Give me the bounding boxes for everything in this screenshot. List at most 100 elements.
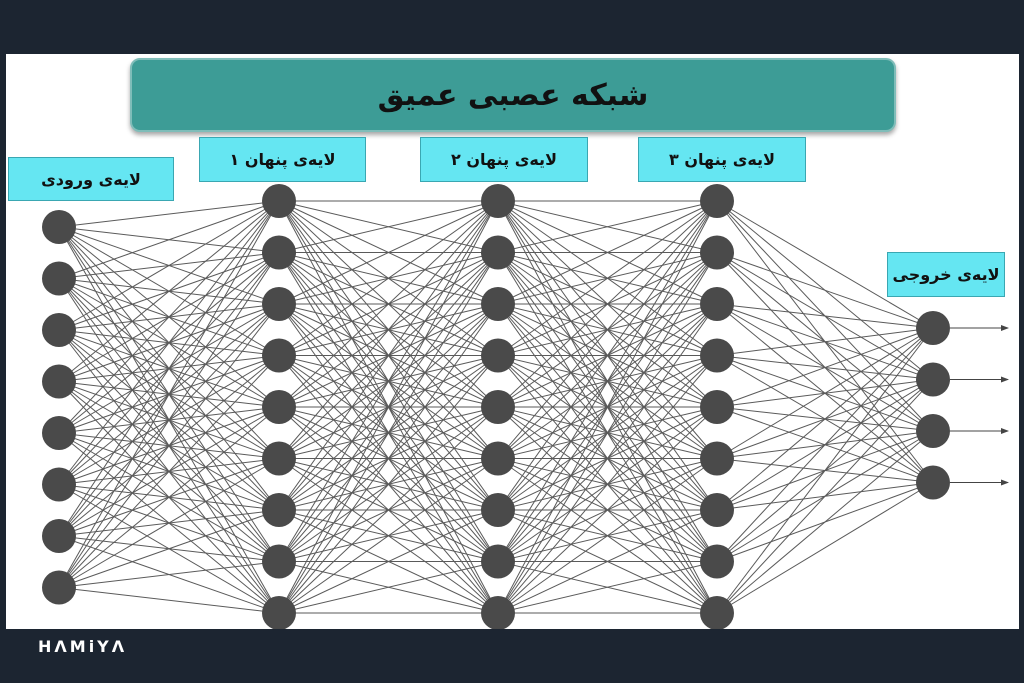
connection-edge (497, 200, 718, 253)
connection-edge (497, 509, 718, 614)
input-node (42, 364, 76, 399)
input-node (42, 416, 76, 450)
hidden-3-node (700, 235, 734, 270)
connection-edge (278, 200, 499, 614)
input-node (42, 570, 76, 605)
brand-logo: HΛMiYΛ (38, 637, 128, 656)
hidden-1-node (262, 596, 296, 629)
connection-edge (497, 252, 718, 614)
connection-edge (716, 200, 934, 329)
connection-edge (716, 327, 934, 614)
hidden-2-node (481, 441, 515, 476)
hidden-1-node (262, 235, 296, 270)
hidden-1-node (262, 338, 296, 373)
connection-edge (716, 252, 934, 329)
connection-edge (716, 430, 934, 614)
connection-edge (278, 509, 499, 614)
connection-edge (716, 327, 934, 459)
input-node (42, 467, 76, 502)
connection-edge (497, 200, 718, 408)
connection-edge (716, 327, 934, 408)
hidden-2-node (481, 184, 515, 218)
hidden-3-node (700, 338, 734, 373)
hidden-1-node (262, 441, 296, 476)
connection-edge (58, 200, 280, 228)
hidden-1-node (262, 390, 296, 424)
hidden-2-node (481, 544, 515, 579)
diagram-title: شبکه عصبی عمیق (377, 77, 649, 113)
connection-edge (497, 200, 718, 305)
connection-edge (58, 200, 280, 434)
connection-edge (58, 200, 280, 279)
neural-network-diagram (42, 184, 1009, 629)
hidden-1-node (262, 184, 296, 218)
connection-edge (58, 561, 280, 588)
connection-edge (278, 252, 499, 614)
diagram-title-banner: شبکه عصبی عمیق (130, 58, 896, 132)
input-node (42, 210, 76, 244)
hidden-1-node (262, 493, 296, 527)
connection-edge (58, 200, 280, 382)
connection-edge (716, 482, 934, 614)
connection-edge (497, 355, 718, 614)
hidden-3-node (700, 184, 734, 218)
connection-edge (497, 303, 718, 614)
input-node (42, 519, 76, 553)
connection-edge (58, 509, 280, 588)
connection-edge (278, 200, 499, 253)
hidden-3-node (700, 493, 734, 527)
connection-edge (716, 327, 934, 356)
connection-edge (58, 458, 280, 588)
output-node (916, 414, 950, 448)
connection-edge (497, 406, 718, 614)
connection-edge (58, 200, 280, 485)
connection-edge (497, 200, 718, 356)
hidden-3-node (700, 596, 734, 629)
connection-edge (497, 458, 718, 614)
hidden-3-node (700, 390, 734, 424)
hidden-3-node (700, 441, 734, 476)
connection-edge (497, 200, 718, 511)
connection-edge (278, 200, 499, 511)
connection-edge (497, 200, 718, 562)
input-node (42, 313, 76, 347)
hidden-2-node (481, 287, 515, 321)
connection-edge (278, 355, 499, 614)
hidden-layer-1-label: لایه‌ی پنهان ۱ (199, 137, 366, 182)
hidden-1-node (262, 287, 296, 321)
hidden-2-node (481, 493, 515, 527)
connection-edge (58, 587, 280, 614)
hidden-3-node (700, 544, 734, 579)
hidden-2-node (481, 338, 515, 373)
output-layer-label: لایه‌ی خروجی (887, 252, 1005, 297)
connection-edge (716, 303, 934, 329)
hidden-layer-3-label: لایه‌ی پنهان ۳ (638, 137, 806, 182)
connection-edge (58, 200, 280, 588)
connection-edge (716, 379, 934, 614)
connection-edge (278, 303, 499, 614)
connection-edge (58, 355, 280, 588)
connection-edge (716, 327, 934, 562)
connection-edge (278, 458, 499, 614)
connection-edge (497, 200, 718, 614)
connection-edge (278, 200, 499, 562)
connection-edge (278, 200, 499, 408)
hidden-2-node (481, 390, 515, 424)
connection-edge (497, 561, 718, 614)
connection-edge (58, 252, 280, 588)
hidden-layer-2-label: لایه‌ی پنهان ۲ (420, 137, 588, 182)
connection-edge (58, 303, 280, 588)
output-node (916, 465, 950, 500)
diagram-canvas: شبکه عصبی عمیق لایه‌ی ورودی لایه‌ی پنهان… (6, 54, 1019, 629)
output-node (916, 362, 950, 397)
connection-edge (58, 200, 280, 537)
connection-edge (716, 327, 934, 511)
input-layer-label: لایه‌ی ورودی (8, 157, 174, 201)
connection-edge (497, 200, 718, 459)
connection-edge (278, 200, 499, 305)
connection-edge (278, 406, 499, 614)
connection-edge (278, 200, 499, 356)
connection-edge (58, 200, 280, 331)
hidden-2-node (481, 596, 515, 629)
